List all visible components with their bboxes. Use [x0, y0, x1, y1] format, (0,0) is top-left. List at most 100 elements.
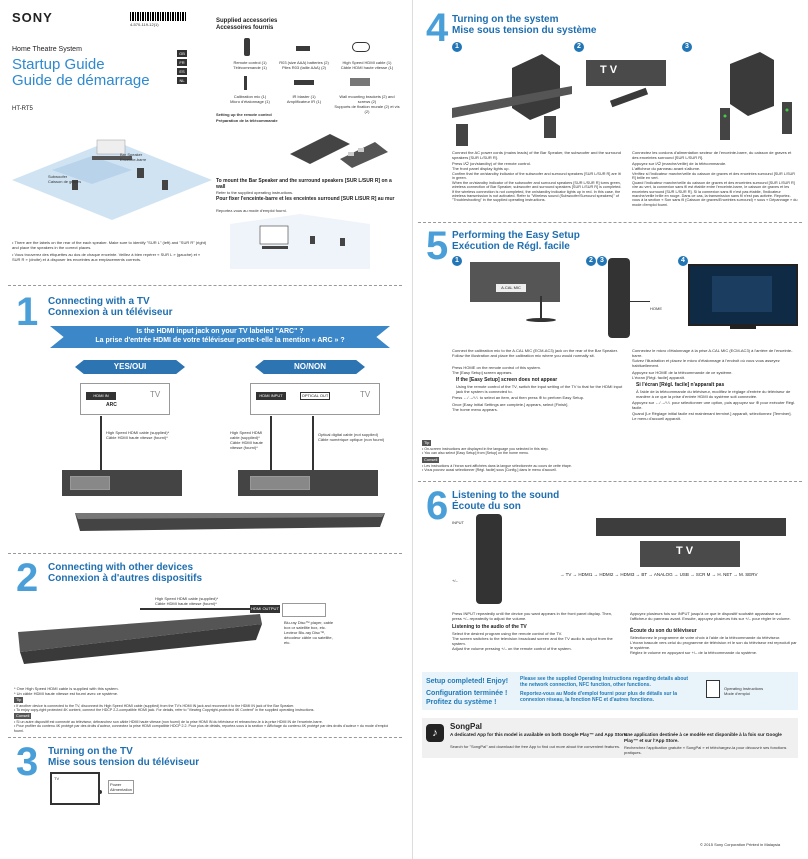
bar-speaker-illustration-1 [75, 513, 385, 531]
yes-tv-panel [80, 383, 170, 415]
s2-cable-line [140, 608, 250, 610]
model-number: HT-RT5 [12, 106, 33, 112]
s5-acal-label: A.CAL MIC [496, 284, 526, 292]
s5-step-en-4: Once [Easy Initial Settings are complete… [452, 402, 569, 412]
no-optical-cable-label: Optical digital cable (not supplied) Câb… [318, 432, 385, 442]
step-1-number: 1 [16, 290, 39, 334]
s5-if-not-body-fr: À l'aide de la télécommande du téléviseu… [636, 389, 791, 399]
center-fold [412, 0, 413, 859]
remote-setup-title-fr: Préparation de la télécommande [216, 118, 278, 123]
s2-tips-fr: • Si un autre dispositif est connecté au… [14, 720, 389, 733]
s5-mic-stand [526, 318, 556, 322]
no-bar-rear-jacks [250, 476, 310, 490]
s1-title-fr: Connexion à un téléviseur [48, 307, 173, 318]
no-banner: NO/NON [255, 360, 365, 374]
room-illustration [12, 139, 212, 220]
s3-title-fr: Mise sous tension du téléviseur [48, 757, 200, 768]
arc-question-en: Is the HDMI input jack on your TV labele… [136, 328, 304, 335]
songpal-app-icon: ♪ [426, 724, 444, 742]
step-6-number: 6 [426, 484, 449, 528]
s6-listen-title: Listening to the audio of the TV [452, 624, 527, 630]
title-subtitle: Home Theatre System [12, 46, 82, 53]
s2-title-en: Connecting with other devices [48, 562, 194, 573]
s6-listen-title-fr: Écoute du son du téléviseur [630, 628, 697, 634]
s3-power-button [98, 790, 102, 794]
s4-title-fr: Mise sous tension du système [452, 25, 597, 36]
songpal-fr-body: Recherchez l'application gratuite « Song… [624, 745, 787, 755]
yes-hdmi-in-label: HDMI IN [86, 392, 116, 400]
label-subwoofer: Subwoofer Caisson de graves [48, 174, 82, 184]
s2-device-box [282, 603, 326, 617]
s2-hdmi-output-label: HDMI OUTPUT [250, 605, 280, 613]
acc-hdmi-img [352, 42, 370, 52]
s5-home-pointer [630, 301, 650, 302]
yes-banner: YES/OUI [75, 360, 185, 374]
no-optical-out-label: OPTICAL OUT [300, 392, 330, 400]
s4-step-2-badge: 2 [574, 42, 584, 52]
s5-if-not-body: Using the remote control of the TV, swit… [456, 384, 623, 394]
arc-question-banner [50, 326, 390, 348]
mount-title-en: To mount the Bar Speaker and the surroun… [216, 178, 392, 190]
s4-title-en: Turning on the system [452, 14, 559, 25]
s2-tips-en: • If another device is connected to the … [14, 704, 315, 713]
s1-title-en: Connecting with a TV [48, 296, 150, 307]
s5-tip-en: • On-screen instructions are displayed i… [422, 447, 549, 456]
booklet-label: Operating Instructions Mode d'emploi [724, 686, 764, 696]
barcode [130, 12, 186, 21]
mount-title-fr: Pour fixer l'enceinte-barre et les encei… [216, 196, 395, 202]
yes-arc-label: ARC [106, 402, 117, 408]
s5-home-label: HOME [650, 306, 662, 311]
wall-mount-illustration [230, 214, 370, 269]
s6-bar-speaker [596, 518, 786, 536]
title-fr: Guide de démarrage [12, 72, 150, 89]
s2-footnote: * One High Speed HDMI cable is supplied … [14, 686, 119, 696]
s6-remote [476, 514, 502, 604]
s2-cable-label: High Speed HDMI cable (supplied)* Câble … [155, 596, 219, 606]
label-bar-speaker: Bar Speaker Enceinte-barre [120, 152, 147, 162]
s5-step-en-2: Press HOME on the remote control of this… [452, 365, 541, 375]
songpal-en-title: A dedicated App for this model is availa… [450, 732, 628, 737]
arc-question-fr: La prise d'entrée HDMI de votre télévise… [95, 337, 345, 344]
bar-speaker-illustration-2 [18, 614, 262, 664]
no-hdmi-input-label: HDMI INPUT [256, 392, 286, 400]
s5-tip-fr: • Les instructions à l'écran sont affich… [422, 464, 572, 473]
acc-hdmi: High Speed HDMI cable (1) Câble HDMI hau… [340, 60, 394, 70]
acc-brackets-img [350, 78, 370, 86]
no-tv-label: TV [360, 390, 371, 399]
s5-step-1-badge: 1 [452, 256, 462, 266]
yes-cable-label: High Speed HDMI cable (supplied)* Câble … [106, 430, 170, 440]
s6-input-sequence: → TV → HDMI1 → HDMI2 → HDMI3 → BT → ANAL… [560, 572, 758, 577]
s3-power-label: Power Alimentation [108, 780, 135, 794]
acc-remote: Remote control (1) Télécommande (1) [233, 60, 267, 70]
part-number: 4-570-119-12(1) [130, 22, 159, 27]
s4-display-text: TV [600, 64, 621, 76]
s5-tip-label: Tip [422, 440, 432, 446]
lang-tag-es: ES [177, 68, 187, 75]
intro-note-fr: • Vous trouverez des étiquettes au dos d… [12, 252, 201, 262]
s5-conseil-label: Conseil [422, 457, 440, 463]
s5-if-not-title: If the [Easy Setup] screen does not appe… [456, 377, 558, 383]
s5-step-3-badge: 3 [597, 256, 607, 266]
yes-cable-line [100, 416, 102, 471]
mount-ref-en: Refer to the supplied operating instruct… [216, 190, 294, 195]
songpal-en-body: Search for "SongPal" and download the fr… [450, 744, 621, 749]
s4-step-1-badge: 1 [452, 42, 462, 52]
s4-step-en-3: Confirm that the on/standby indicator of… [452, 172, 622, 203]
s4-step-fr-3: Vérifiez si l'indicateur marche/veille d… [632, 172, 798, 207]
s5-title-en: Performing the Easy Setup [452, 230, 580, 241]
acc-mic: Calibration mic (1) Micro d'étalonnage (… [230, 94, 270, 104]
setup-done-en: Setup completed! Enjoy! [426, 678, 509, 685]
ops-info-en: Please see the supplied Operating Instru… [520, 676, 689, 688]
s5-step-fr-2: Appuyez sur HOME de la télécommande de c… [632, 370, 733, 380]
no-hdmi-cable-line [270, 416, 272, 471]
step-5-number: 5 [426, 224, 449, 268]
s5-tv-menu [712, 276, 772, 312]
s5-bar-rear-closeup [470, 262, 560, 302]
s6-input-label: INPUT [452, 520, 464, 525]
copyright: © 2015 Sony Corporation Printed in Malay… [700, 842, 781, 847]
s5-step-fr-4: Quand [Le Réglage initial facile est mai… [632, 411, 792, 421]
s4-step-3-badge: 3 [682, 42, 692, 52]
s5-remote [608, 258, 630, 338]
s6-body-fr: Appuyez plusieurs fois sur INPUT jusqu'à… [630, 611, 791, 621]
songpal-title: SongPal [450, 722, 483, 731]
